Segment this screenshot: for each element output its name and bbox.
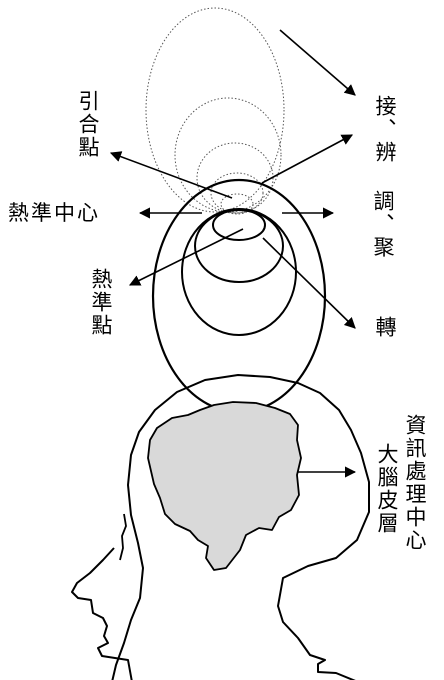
dotted-ellipse-fourth [210,172,264,214]
arrow-to-jiebian [261,134,353,184]
brain-shape [147,401,302,571]
arrow-to-jiebian-top [279,29,356,96]
solid-ellipse-small [212,209,266,241]
label-rezhun-dian: 熱準點 [89,268,113,337]
arrow-to-rezhundian [128,228,244,286]
solid-ellipses [151,178,327,414]
mouth-contour [119,513,127,561]
label-rezhun-zhongxin: 熱準中心 [8,201,100,225]
label-danao-pi-ceng: 大腦皮層 [375,443,399,535]
head-outline [111,374,370,680]
dotted-ellipse-second [174,97,282,213]
face-contour [71,547,133,680]
arrow-to-yinhe [109,151,233,199]
solid-ellipse-outer [151,178,327,414]
label-zhuan: 轉 [373,316,397,339]
label-tiao-ju: 調、聚 [371,190,395,259]
dotted-ellipse-outer [145,7,285,213]
solid-ellipse-large [181,208,297,336]
label-zixun-chuli-zhongxin: 資訊處理中心 [403,414,427,552]
dotted-ellipse-inner [220,193,254,215]
label-yinhe-dian: 引合點 [76,90,100,159]
dotted-ellipse-third [196,142,274,214]
arrow-to-zhuan [262,237,356,329]
label-jie-bian: 接、辨 [373,95,397,164]
